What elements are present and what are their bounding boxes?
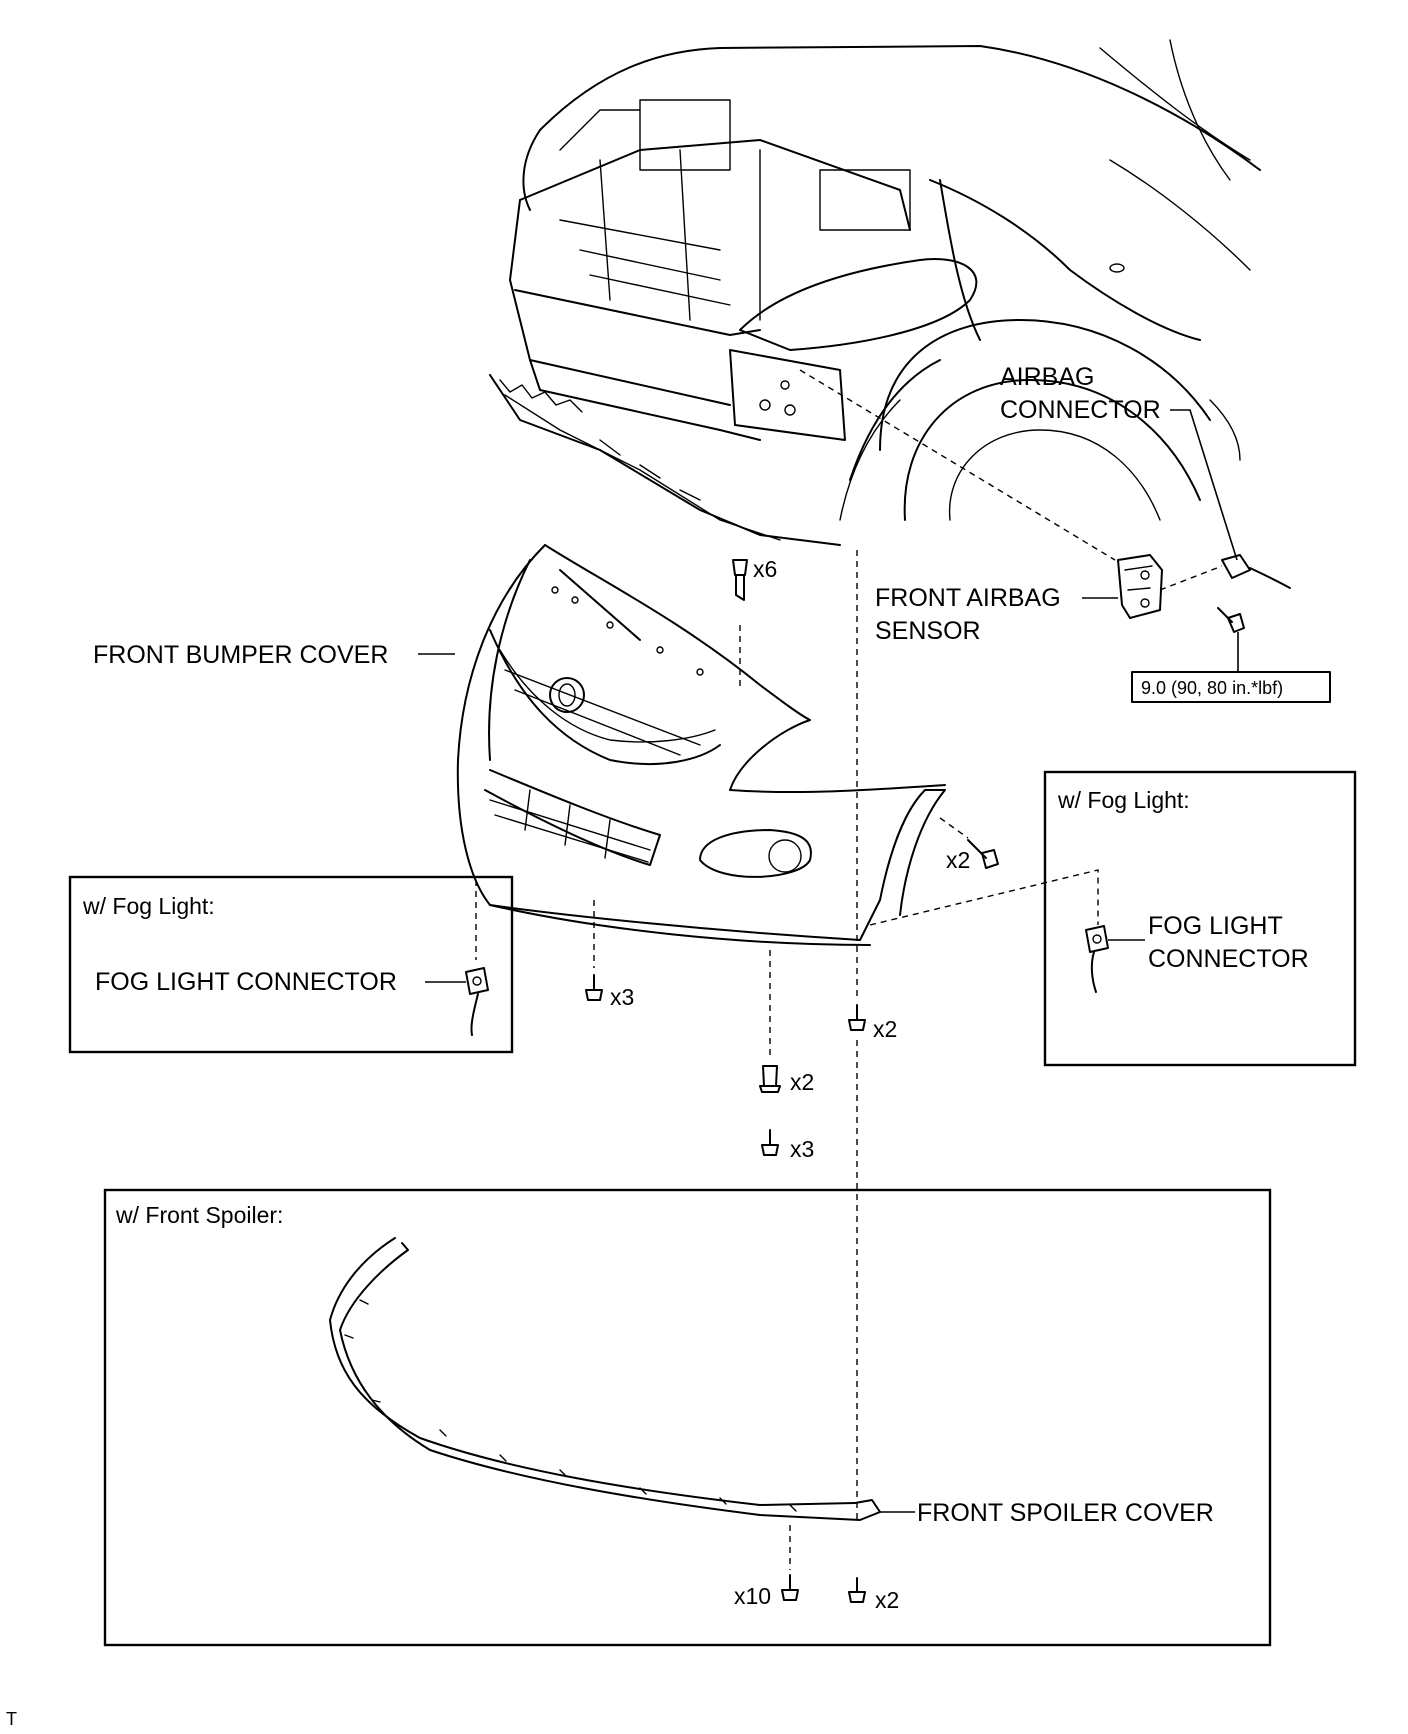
screws-lower-right-quantity: x2 bbox=[873, 1016, 897, 1042]
front-bumper-cover-illustration bbox=[456, 544, 946, 946]
fog-connector-right-install-line bbox=[869, 869, 1099, 926]
spoiler-screws-left-quantity: x10 bbox=[734, 1583, 771, 1609]
fog-light-connector-right-label-line2: CONNECTOR bbox=[1148, 945, 1309, 973]
screw-icon bbox=[848, 1004, 866, 1031]
airbag-connector-label-line1: AIRBAG bbox=[1000, 363, 1094, 391]
fog-light-right-box-title: w/ Fog Light: bbox=[1057, 787, 1190, 813]
fog-light-connector-right-icon bbox=[1085, 925, 1109, 993]
airbag-connector-install-line bbox=[1159, 565, 1223, 591]
spoiler-screws-right-quantity: x2 bbox=[875, 1587, 899, 1613]
side-bolts-quantity: x2 bbox=[946, 847, 970, 873]
screw-icon bbox=[761, 1129, 779, 1156]
fog-light-left-box bbox=[68, 875, 514, 1054]
clip-icon bbox=[732, 559, 748, 601]
side-bolts-install-line bbox=[939, 817, 969, 839]
side-bolt-icon bbox=[967, 839, 999, 869]
screw-icon bbox=[848, 1577, 866, 1603]
screw-icon bbox=[585, 974, 603, 1001]
front-spoiler-cover-illustration bbox=[329, 1237, 881, 1521]
airbag-connector-label-line2: CONNECTOR bbox=[1000, 396, 1161, 424]
clip-icon bbox=[759, 1065, 781, 1093]
airbag-connector-leader bbox=[1170, 409, 1238, 561]
fog-light-right-box bbox=[1043, 770, 1357, 1067]
fog-light-left-box-title: w/ Fog Light: bbox=[82, 893, 215, 919]
clips-top-quantity: x6 bbox=[753, 556, 777, 582]
front-spoiler-box-title: w/ Front Spoiler: bbox=[115, 1202, 283, 1228]
screw-icon bbox=[781, 1574, 799, 1601]
fog-light-connector-right-label-line1: FOG LIGHT bbox=[1148, 912, 1283, 940]
airbag-sensor-bolt-icon bbox=[1217, 607, 1245, 633]
clips-lower-quantity: x2 bbox=[790, 1069, 814, 1095]
torque-spec-text: 9.0 (90, 80 in.*lbf) bbox=[1141, 678, 1283, 698]
airbag-connector-illustration bbox=[1221, 554, 1291, 589]
front-spoiler-box bbox=[103, 1188, 1272, 1647]
front-airbag-sensor-illustration bbox=[1117, 554, 1163, 619]
torque-spec-box bbox=[1131, 671, 1331, 703]
front-bumper-cover-label: FRONT BUMPER COVER bbox=[93, 641, 388, 669]
front-airbag-sensor-label-line1: FRONT AIRBAG bbox=[875, 584, 1061, 612]
footer-mark: T bbox=[6, 1709, 17, 1729]
fog-light-connector-left-icon bbox=[465, 967, 489, 1036]
screws-lower-center-quantity: x3 bbox=[790, 1136, 814, 1162]
screws-lower-left-quantity: x3 bbox=[610, 984, 634, 1010]
front-airbag-sensor-label-line2: SENSOR bbox=[875, 617, 981, 645]
vehicle-front-illustration bbox=[489, 39, 1261, 546]
front-spoiler-cover-label: FRONT SPOILER COVER bbox=[917, 1499, 1214, 1527]
fog-light-connector-left-label: FOG LIGHT CONNECTOR bbox=[95, 968, 397, 996]
